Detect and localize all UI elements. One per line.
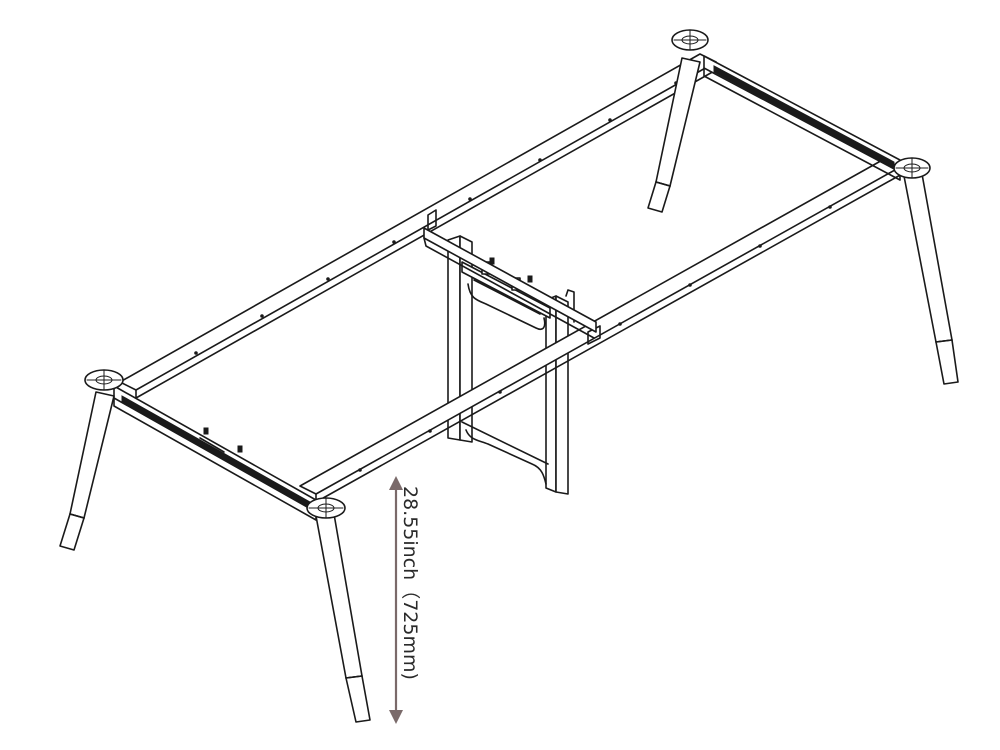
leg-back-right	[647, 29, 709, 213]
front-long-rail	[299, 157, 903, 503]
leg-front-left	[306, 497, 371, 723]
middle-cross-rail	[423, 227, 597, 339]
dimension-arrow-top	[389, 476, 403, 490]
dimension-label: 28.55inch（725mm)	[399, 486, 421, 680]
leg-back-left	[59, 369, 124, 551]
leg-front-right	[893, 157, 959, 385]
left-end-beam	[113, 385, 317, 521]
right-end-beam	[703, 55, 901, 181]
back-long-rail	[119, 53, 717, 399]
height-dimension: 28.55inch（725mm)	[389, 476, 421, 724]
dimension-arrow-bottom	[389, 710, 403, 724]
